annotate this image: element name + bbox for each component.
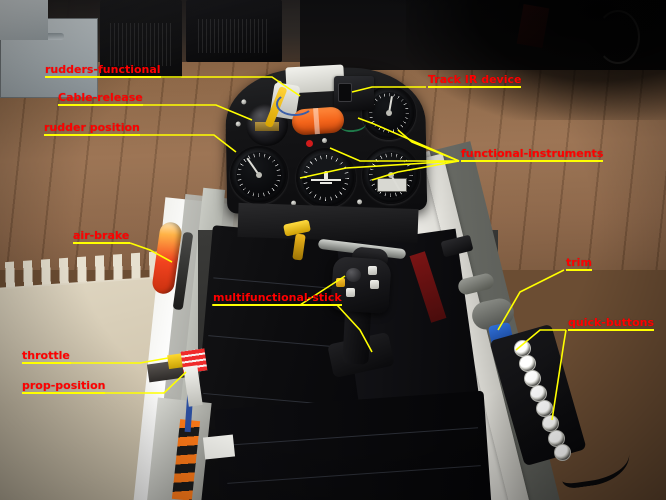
- annotation-label-rudder-position: rudder position: [44, 121, 140, 136]
- leader-line-track-ir-device: [351, 86, 426, 93]
- floor-shadow: [406, 0, 666, 120]
- airspeed-indicator: [230, 146, 288, 204]
- stick-button-4: [336, 278, 345, 287]
- leader-line-functional-instruments: [329, 147, 459, 162]
- leader-line-cable-release: [141, 104, 253, 121]
- annotation-label-multifunctional-stick: multifunctional-stick: [213, 291, 342, 306]
- speaker-right: [186, 0, 282, 62]
- leader-line-quick-buttons-2: [551, 329, 567, 421]
- attitude-indicator: [296, 148, 356, 208]
- annotation-label-rudders-functional: rudders-functional: [45, 63, 161, 78]
- turn-coordinator: [362, 86, 416, 140]
- leader-line-functional-instruments-2: [299, 160, 460, 179]
- leader-line-quick-buttons: [515, 329, 566, 351]
- annotation-label-cable-release: Cable-release: [58, 91, 143, 106]
- leader-line-rudders-functional: [157, 76, 301, 97]
- stick-button-2: [370, 280, 379, 289]
- leader-line-prop-position: [102, 371, 187, 394]
- track-ir-camera: [334, 76, 374, 110]
- annotation-label-throttle: throttle: [22, 349, 71, 364]
- speaker-left: [100, 0, 182, 78]
- stick-button-3: [346, 288, 355, 297]
- blue-wire: [276, 92, 314, 116]
- leader-line-trim: [497, 269, 565, 331]
- annotation-label-track-ir-device: Track IR device: [428, 73, 522, 88]
- annotation-label-functional-instruments: functional-instruments: [461, 147, 604, 162]
- leader-line-functional-instruments-5: [357, 117, 460, 162]
- silver-case-upper: [0, 0, 48, 40]
- leader-line-rudder-position: [140, 134, 237, 153]
- leader-line-functional-instruments-3: [371, 160, 460, 181]
- annotation-label-trim: trim: [566, 256, 592, 271]
- stick-button-1: [368, 266, 377, 275]
- leader-line-multifunctional-stick-2: [336, 304, 373, 353]
- leader-line-air-brake: [129, 242, 173, 263]
- quick-button-8: [554, 444, 571, 461]
- stick-hat-switch: [346, 268, 361, 282]
- red-indicator-light: [306, 140, 313, 147]
- annotation-label-prop-position: prop-position: [22, 379, 106, 394]
- annotation-label-quick-buttons: quick-buttons: [568, 316, 655, 331]
- annotation-label-air-brake: air-brake: [73, 229, 130, 244]
- leader-line-throttle: [70, 357, 169, 364]
